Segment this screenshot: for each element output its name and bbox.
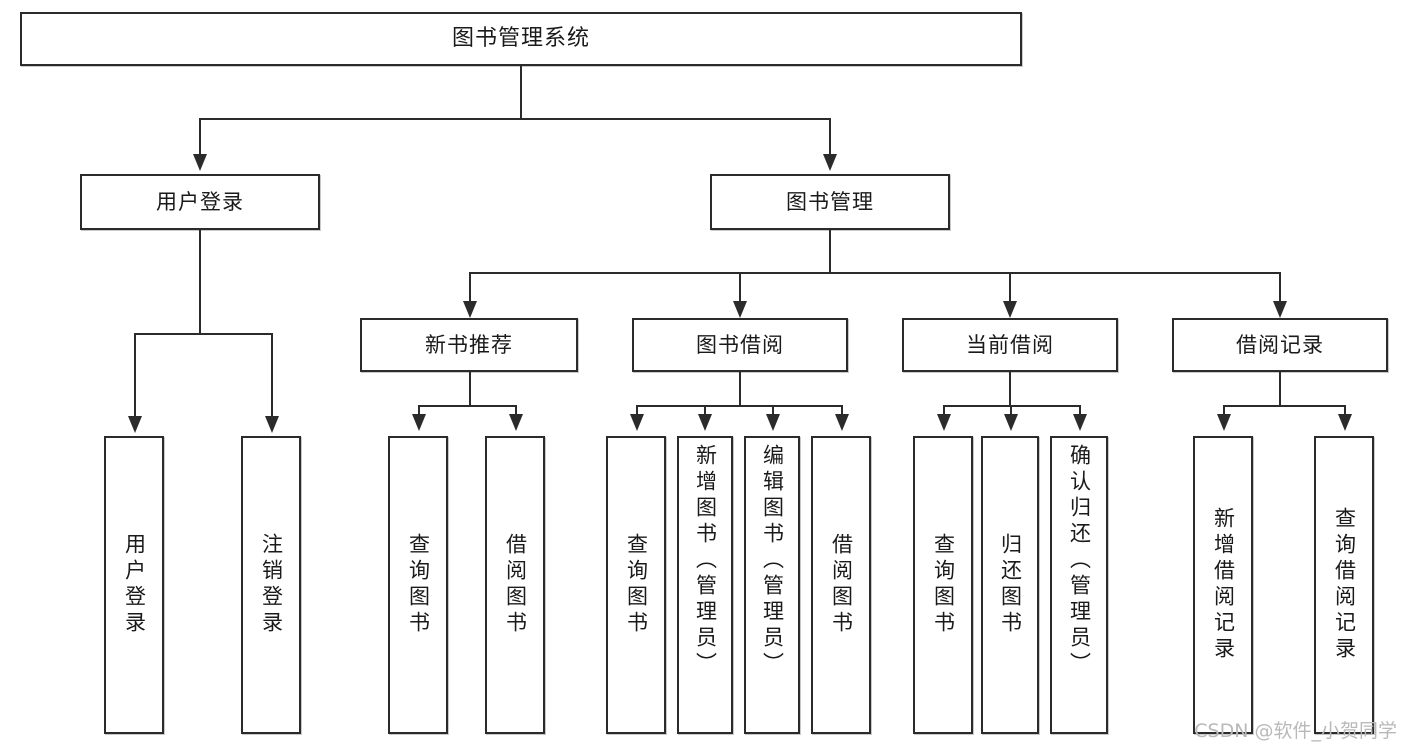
edge-cb-child1 (943, 405, 945, 417)
arrowhead-bb-child2 (698, 414, 712, 431)
edge-cb-child3 (1079, 405, 1081, 417)
node-label: 图书借阅 (696, 332, 784, 357)
node-label: 新增借阅记录 (1211, 507, 1236, 663)
edge-book-borrow-bus (636, 405, 842, 407)
edge-to-logout-leaf (271, 333, 273, 419)
edge-level1-bus (199, 118, 831, 120)
arrowhead-user-login-leaf (128, 416, 142, 433)
edge-root-stem (520, 66, 522, 118)
leaf-confirm-return-admin[interactable]: 确认归还（管理员） (1050, 436, 1108, 734)
node-book-management[interactable]: 图书管理 (710, 174, 950, 230)
arrowhead-cb-child1 (937, 414, 951, 431)
arrowhead-cb-child3 (1073, 414, 1087, 431)
arrowhead-book-borrow (733, 301, 747, 318)
edge-book-management-stem (829, 230, 831, 272)
node-label: 用户登录 (156, 189, 244, 214)
edge-bb-child1 (636, 405, 638, 417)
edge-new-book-recommend-stem (469, 372, 471, 405)
arrowhead-logout-leaf (265, 416, 279, 433)
node-label: 归还图书 (998, 533, 1023, 637)
leaf-query-book-borrow[interactable]: 查询图书 (606, 436, 666, 734)
edge-to-new-book-recommend (469, 272, 471, 304)
node-label: 查询图书 (406, 533, 431, 637)
leaf-query-book-recommend[interactable]: 查询图书 (388, 436, 448, 734)
node-label: 借阅图书 (503, 533, 528, 637)
edge-to-book-borrow (739, 272, 741, 304)
node-label: 用户登录 (122, 533, 147, 637)
edge-level2-bus (469, 272, 1281, 274)
node-label: 编辑图书（管理员） (760, 444, 785, 678)
edge-new-book-recommend-bus (418, 405, 516, 407)
edge-bb-child4 (841, 405, 843, 417)
node-root-book-management-system[interactable]: 图书管理系统 (20, 12, 1022, 66)
node-new-book-recommend[interactable]: 新书推荐 (360, 318, 578, 372)
edge-nbr-child2 (515, 405, 517, 417)
node-label: 查询图书 (931, 533, 956, 637)
node-label: 借阅图书 (829, 533, 854, 637)
leaf-add-book-admin[interactable]: 新增图书（管理员） (677, 436, 733, 734)
edge-br-child1 (1223, 405, 1225, 417)
node-label: 图书管理系统 (451, 26, 590, 52)
leaf-logout[interactable]: 注销登录 (241, 436, 301, 734)
node-book-borrow[interactable]: 图书借阅 (632, 318, 848, 372)
edge-current-borrow-stem (1009, 372, 1011, 405)
arrowhead-current-borrow (1003, 301, 1017, 318)
node-current-borrow[interactable]: 当前借阅 (902, 318, 1118, 372)
node-label: 当前借阅 (966, 332, 1054, 357)
leaf-query-borrow-record[interactable]: 查询借阅记录 (1314, 436, 1374, 734)
node-label: 确认归还（管理员） (1067, 444, 1092, 678)
leaf-return-book[interactable]: 归还图书 (981, 436, 1039, 734)
arrowhead-br-child2 (1338, 414, 1352, 431)
edge-user-login-stem (199, 230, 201, 333)
arrowhead-borrow-records (1273, 301, 1287, 318)
leaf-query-book-current[interactable]: 查询图书 (913, 436, 973, 734)
node-label: 注销登录 (259, 533, 284, 637)
node-label: 新书推荐 (425, 332, 513, 357)
node-label: 借阅记录 (1236, 332, 1324, 357)
leaf-add-borrow-record[interactable]: 新增借阅记录 (1193, 436, 1253, 734)
node-borrow-records[interactable]: 借阅记录 (1172, 318, 1388, 372)
edge-bb-child2 (704, 405, 706, 417)
node-label: 查询借阅记录 (1332, 507, 1357, 663)
edge-user-login-bus (134, 333, 273, 335)
leaf-borrow-book-recommend[interactable]: 借阅图书 (485, 436, 545, 734)
edge-to-borrow-records (1279, 272, 1281, 304)
node-label: 图书管理 (786, 189, 874, 214)
edge-bb-child3 (772, 405, 774, 417)
arrowhead-cb-child2 (1004, 414, 1018, 431)
edge-borrow-records-bus (1223, 405, 1345, 407)
arrowhead-book-management (823, 154, 837, 171)
node-label: 新增图书（管理员） (693, 444, 718, 678)
leaf-borrow-book[interactable]: 借阅图书 (811, 436, 871, 734)
node-user-login[interactable]: 用户登录 (80, 174, 320, 230)
edge-borrow-records-stem (1279, 372, 1281, 405)
arrowhead-user-login (193, 154, 207, 171)
arrowhead-br-child1 (1217, 414, 1231, 431)
arrowhead-new-book-recommend (463, 301, 477, 318)
edge-to-user-login-leaf (134, 333, 136, 419)
edge-cb-child2 (1010, 405, 1012, 417)
leaf-edit-book-admin[interactable]: 编辑图书（管理员） (744, 436, 800, 734)
edge-nbr-child1 (418, 405, 420, 417)
edge-current-borrow-bus (943, 405, 1081, 407)
edge-to-book-management (829, 118, 831, 158)
edge-br-child2 (1344, 405, 1346, 417)
arrowhead-bb-child4 (835, 414, 849, 431)
arrowhead-nbr-child1 (412, 414, 426, 431)
edge-to-current-borrow (1009, 272, 1011, 304)
arrowhead-nbr-child2 (509, 414, 523, 431)
edge-to-user-login (199, 118, 201, 158)
node-label: 查询图书 (624, 533, 649, 637)
arrowhead-bb-child1 (630, 414, 644, 431)
arrowhead-bb-child3 (766, 414, 780, 431)
leaf-user-login[interactable]: 用户登录 (104, 436, 164, 734)
edge-book-borrow-stem (739, 372, 741, 405)
